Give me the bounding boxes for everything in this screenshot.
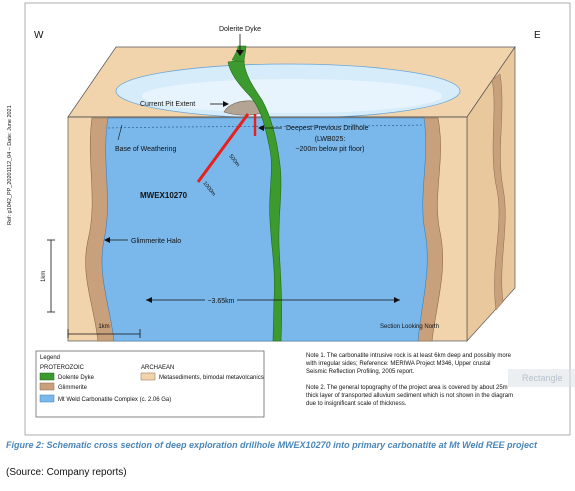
legend-label-dolerite: Dolente Dyke <box>58 375 95 381</box>
note-2-line-1: Note 2. The general topography of the pr… <box>306 385 508 391</box>
section-looking-label: Section Looking North <box>380 324 439 330</box>
side-reference-text: Ref: g1042_PP_20201112_04 – Date: June 2… <box>7 105 13 225</box>
legend-title: Legend <box>40 355 60 361</box>
base-of-weathering-label: Base of Weathering <box>115 146 176 153</box>
figure-frame <box>24 2 571 436</box>
lwb025-label: (LWB025: <box>315 136 346 143</box>
note-1-line-2: with irregular sides; Reference: MERIWA … <box>305 361 491 367</box>
glimmerite-right-face <box>491 73 506 311</box>
width-label: ~3.65km <box>207 298 234 305</box>
note-2-line-3: due to insignificant scale of thickness. <box>306 401 407 407</box>
note-2-line-2: thick layer of transported alluvium sedi… <box>306 393 513 399</box>
legend-label-glimmerite: Glimmerite <box>58 385 88 391</box>
dyke-arrowhead <box>236 50 244 56</box>
drillhole-id-label: MWEX10270 <box>140 191 188 200</box>
legend-proterozoic-heading: PROTEROZOIC <box>40 365 85 371</box>
width-arrow-right <box>394 297 400 303</box>
legend-swatch-metasediments <box>140 372 156 381</box>
dolerite-dyke-label: Dolerite Dyke <box>219 26 261 33</box>
width-label-bg <box>205 295 237 305</box>
legend-label-carbonatite: Mt Weld Carbonatite Complex (c. 2.06 Ga) <box>58 397 171 403</box>
pit-floor-area <box>142 79 442 113</box>
rectangle-watermark: Rectangle <box>508 369 575 387</box>
compass-west: W <box>34 30 44 41</box>
weathering-pointer <box>117 124 123 141</box>
pit-arrowhead <box>223 101 229 107</box>
note-1-line-1: Note 1. The carbonatite intrusive rock i… <box>306 353 512 359</box>
carbonatite-complex <box>101 117 428 342</box>
glimmerite-halo-label: Glimmerite Halo <box>131 238 181 245</box>
dolerite-dyke <box>227 59 282 342</box>
drillhole-arrowhead <box>258 125 264 131</box>
cross-section-diagram: Ref: g1042_PP_20201112_04 – Date: June 2… <box>7 2 571 436</box>
legend-archaean-heading: ARCHAEAN <box>141 365 174 371</box>
current-pit-label: Current Pit Extent <box>140 101 195 108</box>
legend-box <box>35 350 265 418</box>
deepest-drillhole-label: Deepest Previous Drillhole <box>286 125 369 132</box>
width-arrow-left <box>146 297 152 303</box>
source-note: (Source: Company reports) <box>6 467 127 478</box>
legend-swatch-dolerite <box>39 372 55 381</box>
drillhole-mwex10270 <box>196 113 250 183</box>
vertical-scale-label: 1km <box>41 271 47 282</box>
legend-swatch-glimmerite <box>39 382 55 391</box>
legend-label-metasediments: Metasediments, bimodal metavolcanics <box>159 375 264 381</box>
compass-east: E <box>534 30 541 41</box>
horizontal-scale-label: 1km <box>98 324 109 330</box>
legend-swatch-carbonatite <box>39 394 55 403</box>
halo-arrowhead <box>104 237 110 243</box>
figure-caption: Figure 2: Schematic cross section of dee… <box>6 440 537 450</box>
pit-floor-label: ~200m below pit floor) <box>295 146 364 153</box>
note-1-line-3: Seismic Reflection Profiling, 2005 repor… <box>306 369 415 375</box>
